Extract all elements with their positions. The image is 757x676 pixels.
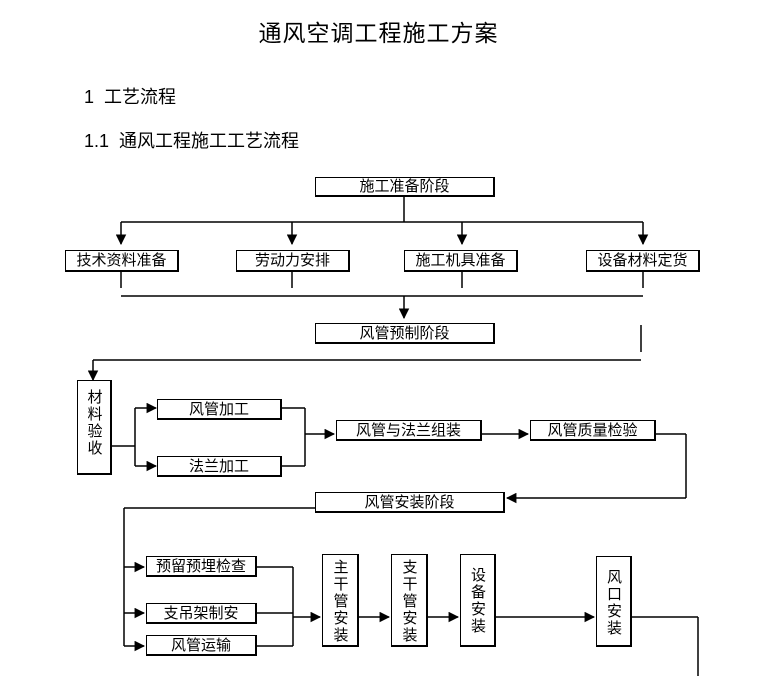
branch-duct-install-label: 支干管安装: [400, 559, 419, 644]
section-title: 工艺流程: [104, 87, 177, 108]
prefab-stage-box: 风管预制阶段: [315, 323, 495, 344]
section-number: 1: [84, 87, 95, 107]
duct-quality-check-box: 风管质量检验: [530, 420, 656, 441]
outlet-install-label: 风口安装: [605, 569, 623, 637]
duct-flange-assembly-box: 风管与法兰组装: [336, 420, 482, 441]
hanger-make-box: 支吊架制安: [146, 603, 257, 624]
main-duct-install-label: 主干管安装: [331, 559, 350, 644]
prep-item-tools: 施工机具准备: [404, 250, 518, 272]
section-title: 通风工程施工工艺流程: [119, 131, 300, 152]
equipment-install-box: 设备安装: [460, 554, 496, 647]
embedded-check-box: 预留预埋检查: [146, 556, 257, 577]
install-stage-box: 风管安装阶段: [315, 492, 505, 513]
equipment-install-label: 设备安装: [469, 567, 487, 635]
section-heading-1-1: 1.1 通风工程施工工艺流程: [84, 127, 299, 153]
material-check-box: 材料验收: [77, 380, 112, 475]
prep-item-labor: 劳动力安排: [236, 250, 350, 272]
prep-item-tech-docs: 技术资料准备: [65, 250, 179, 272]
section-heading-1: 1 工艺流程: [84, 83, 176, 109]
prep-item-materials: 设备材料定货: [586, 250, 700, 272]
material-check-label: 材料验收: [85, 389, 104, 457]
page-title: 通风空调工程施工方案: [258, 21, 499, 47]
flange-process-box: 法兰加工: [157, 456, 282, 477]
main-duct-install-box: 主干管安装: [322, 554, 359, 647]
duct-transport-box: 风管运输: [146, 635, 257, 656]
outlet-install-box: 风口安装: [596, 556, 632, 647]
prep-stage-box: 施工准备阶段: [315, 177, 495, 197]
duct-process-box: 风管加工: [157, 399, 282, 420]
section-number: 1.1: [84, 131, 110, 151]
branch-duct-install-box: 支干管安装: [391, 554, 428, 647]
